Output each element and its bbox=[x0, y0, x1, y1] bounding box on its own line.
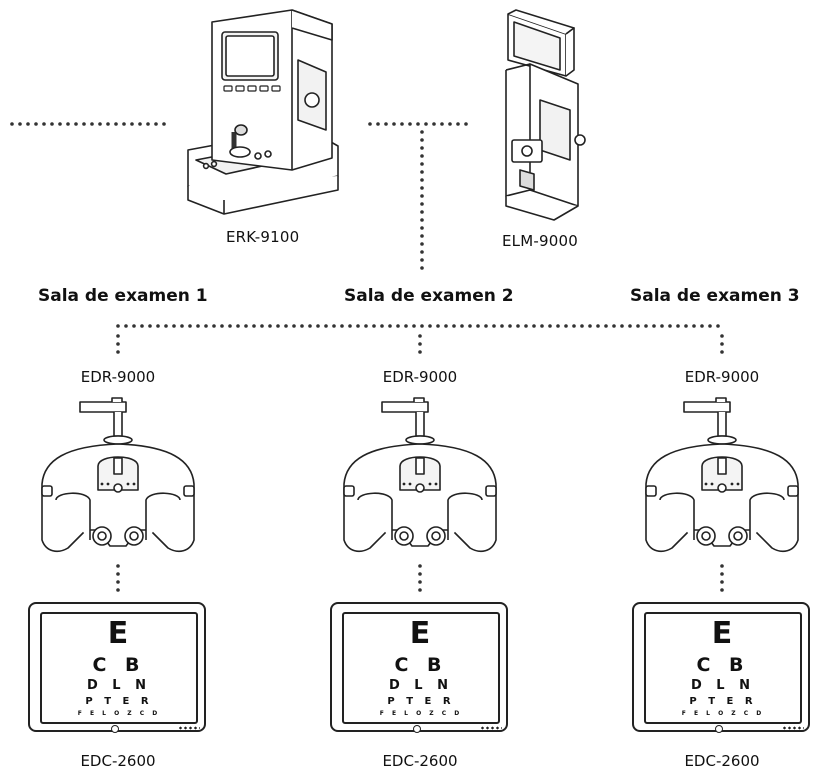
chart-row-3: D L N bbox=[388, 678, 453, 693]
room3-eye-chart-display: E C B D L N P T E R F E L O Z C D bbox=[632, 602, 810, 733]
chart-row-3: D L N bbox=[690, 678, 755, 693]
display-buttons-icon bbox=[178, 726, 200, 730]
room1-phoropter-image bbox=[41, 397, 195, 553]
room3-phoropter-label: EDR-9000 bbox=[684, 368, 760, 386]
room3-display-label: EDC-2600 bbox=[684, 752, 760, 770]
network-links bbox=[10, 122, 724, 596]
chart-row-1: E bbox=[409, 616, 433, 651]
room2-eye-chart-display: E C B D L N P T E R F E L O Z C D bbox=[330, 602, 508, 733]
erk-9100-device-image bbox=[187, 9, 339, 215]
chart-row-4: P T E R bbox=[689, 696, 757, 707]
chart-row-2: C B bbox=[92, 654, 146, 676]
room2-phoropter-image bbox=[343, 397, 497, 553]
erk-9100-label: ERK-9100 bbox=[226, 228, 300, 246]
room1-display-label: EDC-2600 bbox=[80, 752, 156, 770]
display-indicator-icon bbox=[111, 725, 119, 733]
chart-row-4: P T E R bbox=[85, 696, 153, 707]
elm-9000-device-image bbox=[505, 9, 586, 221]
chart-row-3: D L N bbox=[86, 678, 151, 693]
elm-9000-label: ELM-9000 bbox=[502, 232, 578, 250]
chart-row-5: F E L O Z C D bbox=[681, 710, 765, 717]
eye-chart-screen: E C B D L N P T E R F E L O Z C D bbox=[644, 612, 802, 724]
chart-row-1: E bbox=[711, 616, 735, 651]
chart-row-1: E bbox=[107, 616, 131, 651]
room2-display-label: EDC-2600 bbox=[382, 752, 458, 770]
room2-phoropter-label: EDR-9000 bbox=[382, 368, 458, 386]
chart-row-2: C B bbox=[696, 654, 750, 676]
chart-row-5: F E L O Z C D bbox=[379, 710, 463, 717]
display-indicator-icon bbox=[715, 725, 723, 733]
room2-title: Sala de examen 2 bbox=[344, 286, 514, 306]
display-buttons-icon bbox=[782, 726, 804, 730]
eye-chart-screen: E C B D L N P T E R F E L O Z C D bbox=[40, 612, 198, 724]
room1-title: Sala de examen 1 bbox=[38, 286, 208, 306]
chart-row-4: P T E R bbox=[387, 696, 455, 707]
room3-title: Sala de examen 3 bbox=[630, 286, 800, 306]
display-buttons-icon bbox=[480, 726, 502, 730]
chart-row-5: F E L O Z C D bbox=[77, 710, 161, 717]
eye-chart-screen: E C B D L N P T E R F E L O Z C D bbox=[342, 612, 500, 724]
display-indicator-icon bbox=[413, 725, 421, 733]
room1-eye-chart-display: E C B D L N P T E R F E L O Z C D bbox=[28, 602, 206, 733]
room3-phoropter-image bbox=[645, 397, 799, 553]
chart-row-2: C B bbox=[394, 654, 448, 676]
room1-phoropter-label: EDR-9000 bbox=[80, 368, 156, 386]
